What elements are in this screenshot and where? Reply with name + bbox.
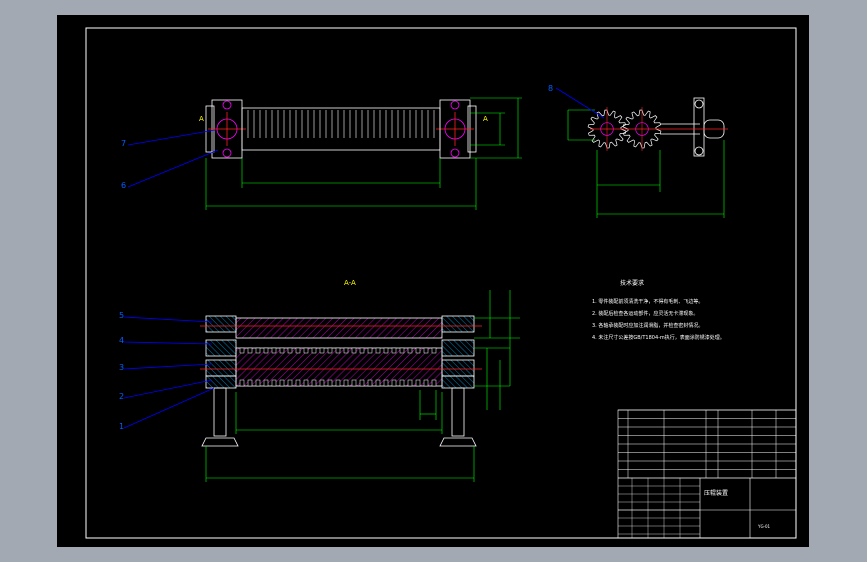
upper-roller — [235, 317, 443, 339]
drawing-number: YG-01 — [757, 524, 771, 529]
tech-notes: 技术要求 1. 零件装配前须清洗干净，不得有毛刺、飞边等。 2. 装配后检查各运… — [592, 279, 725, 341]
section-view — [200, 290, 520, 482]
leader-label-4: 4 — [119, 336, 124, 345]
title-block — [617, 409, 797, 539]
tech-notes-heading: 技术要求 — [620, 279, 644, 287]
leader-label-3: 3 — [119, 363, 124, 372]
lower-roller-teeth — [239, 347, 437, 387]
leader-label-7: 7 — [121, 139, 126, 148]
title-block-grid — [618, 478, 700, 538]
tech-note-1: 1. 零件装配前须清洗干净，不得有毛刺、飞边等。 — [592, 298, 703, 305]
tech-note-3: 3. 各轴承装配时应加注润滑脂，并检查密封情况。 — [592, 322, 703, 329]
leader-label-1: 1 — [119, 422, 124, 431]
drawing-sheet — [57, 15, 809, 547]
section-mark-left: A — [199, 115, 204, 123]
section-title: A-A — [344, 279, 356, 287]
drawing-border — [85, 27, 797, 539]
side-view — [567, 97, 728, 218]
top-view — [205, 97, 522, 210]
leader-label-5: 5 — [119, 311, 124, 320]
tech-note-2: 2. 装配后检查各运动部件，应灵活无卡滞现象。 — [592, 310, 698, 317]
tech-note-4: 4. 未注尺寸公差按GB/T1804-m执行，表面涂防锈漆处理。 — [592, 334, 725, 341]
leader-label-8: 8 — [548, 84, 553, 93]
drawing-title: 压辊装置 — [704, 489, 728, 497]
top-view-leaders — [127, 129, 219, 188]
lower-roller — [235, 347, 443, 387]
bom-table — [618, 409, 796, 479]
roller-grooves — [247, 110, 435, 138]
leader-label-2: 2 — [119, 392, 124, 401]
section-leaders — [123, 316, 215, 429]
roller-body — [241, 107, 441, 151]
section-mark-right: A — [483, 115, 488, 123]
leader-label-6: 6 — [121, 181, 126, 190]
